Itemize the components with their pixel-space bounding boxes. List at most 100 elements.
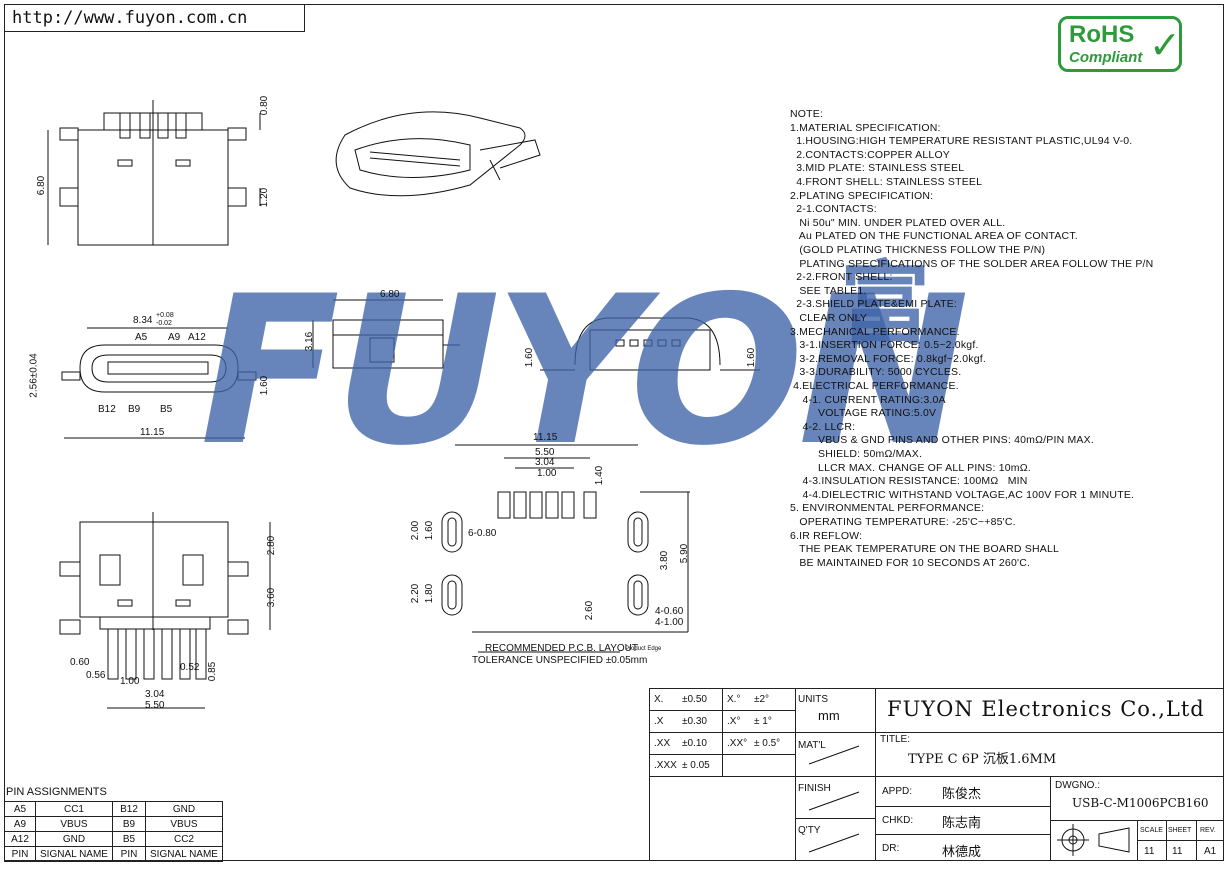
dim-0-52: 0.52 xyxy=(180,662,200,673)
note-line: 3-3.DURABILITY: 5000 CYCLES. xyxy=(790,366,962,379)
dim-0-60: 0.60 xyxy=(70,657,90,668)
rohs-label: RoHS xyxy=(1069,21,1135,48)
dim-4-0-60: 4-0.60 xyxy=(655,606,684,617)
drawn-label: DR: xyxy=(882,843,900,854)
tolerance-cell: ±0.50 xyxy=(682,694,707,705)
dim-1-80: 1.80 xyxy=(424,583,436,604)
checked-value: 陈志南 xyxy=(942,815,982,830)
material-slash xyxy=(808,745,860,765)
finish-slash xyxy=(808,791,860,811)
finish-label: FINISH xyxy=(798,783,831,794)
website-url: http://www.fuyon.com.cn xyxy=(4,4,305,32)
dwgno-label: DWGNO.: xyxy=(1055,780,1100,791)
company-name: FUYON Electronics Co.,Ltd xyxy=(887,697,1205,721)
dim-0-85: 0.85 xyxy=(207,661,219,682)
scale-label: SCALE xyxy=(1140,827,1163,834)
note-line: 2-2.FRONT SHELL: xyxy=(790,271,893,284)
table-cell: B12 xyxy=(112,801,146,817)
check-icon: ✓ xyxy=(1149,25,1181,67)
table-cell: VBUS xyxy=(35,816,113,832)
dim-2-20: 2.20 xyxy=(410,583,422,604)
table-cell: SIGNAL NAME xyxy=(145,846,223,862)
title-label: TITLE: xyxy=(880,734,911,745)
pcb-product-edge: Product Edge xyxy=(625,646,662,652)
dim-5-50-bottom: 5.50 xyxy=(145,700,165,711)
note-line: 4-1. CURRENT RATING:3.0A xyxy=(790,393,946,406)
pin-assignments-title: PIN ASSIGNMENTS xyxy=(6,786,107,798)
projection-symbol-icon xyxy=(1057,824,1130,856)
pin-label-b9: B9 xyxy=(128,404,141,415)
dim-0-56: 0.56 xyxy=(86,670,106,681)
dim-8-34-tol-up: +0.08 xyxy=(156,312,174,319)
note-line: 2-3.SHIELD PLATE&EMI PLATE: xyxy=(790,298,958,311)
table-cell: B9 xyxy=(112,816,146,832)
rev-value: A1 xyxy=(1204,846,1217,857)
dim-2-56: 2.56±0.04 xyxy=(28,353,40,398)
dim-8-34-tol-dn: -0.02 xyxy=(156,320,172,327)
dim-6-80-vertical: 6.80 xyxy=(36,175,48,196)
dim-1-20: 1.20 xyxy=(259,187,271,208)
note-line: VBUS & GND PINS AND OTHER PINS: 40mΩ/PIN… xyxy=(790,434,1094,447)
table-cell: GND xyxy=(145,801,223,817)
note-line: 6.IR REFLOW: xyxy=(790,529,863,542)
table-cell: A12 xyxy=(4,831,36,847)
note-line: (GOLD PLATING THICKNESS FOLLOW THE P/N) xyxy=(790,244,1046,256)
dim-8-34: 8.34 xyxy=(133,315,153,326)
fuyon-watermark: FUYON xyxy=(200,253,969,491)
bottom-view xyxy=(59,512,271,709)
table-cell: B5 xyxy=(112,831,146,847)
tolerance-cell: .X xyxy=(654,716,664,727)
dim-5-90: 5.90 xyxy=(679,543,691,564)
dim-1-60-rear-right: 1.60 xyxy=(746,347,758,368)
dim-11-15-pcb: 11.15 xyxy=(533,432,558,443)
tolerance-cell: ± 0.05 xyxy=(682,760,710,771)
pin-label-a5: A5 xyxy=(135,332,148,343)
dwgno-value: USB-C-M1006PCB160 xyxy=(1072,796,1209,810)
isometric-view xyxy=(335,111,541,197)
dim-3-16: 3.16 xyxy=(304,331,316,352)
dim-1-60-rear-left: 1.60 xyxy=(524,347,536,368)
approved-value: 陈俊杰 xyxy=(942,786,982,801)
side-view xyxy=(312,299,460,369)
note-line: 1.HOUSING:HIGH TEMPERATURE RESISTANT PLA… xyxy=(790,135,1133,148)
tolerance-cell: ± 1° xyxy=(754,716,772,727)
note-line: 5. ENVIRONMENTAL PERFORMANCE: xyxy=(790,502,985,515)
note-line: 4.FRONT SHELL: STAINLESS STEEL xyxy=(790,176,983,188)
drawing-frame xyxy=(4,4,1224,861)
note-line: BE MAINTAINED FOR 10 SECONDS AT 260'C. xyxy=(790,556,1031,569)
dim-3-80: 3.80 xyxy=(659,550,671,571)
dim-1-00-bottom: 1.00 xyxy=(120,676,140,687)
note-line: SEE TABLE1. xyxy=(790,284,867,297)
pcb-tolerance-note: TOLERANCE UNSPECIFIED ±0.05mm xyxy=(472,655,648,666)
table-cell: A9 xyxy=(4,816,36,832)
tolerance-cell: ±2° xyxy=(754,694,770,705)
note-line: Ni 50u" MIN. UNDER PLATED OVER ALL. xyxy=(790,216,1006,229)
material-label: MAT'L xyxy=(798,740,826,751)
note-line: Au PLATED ON THE FUNCTIONAL AREA OF CONT… xyxy=(790,230,1078,243)
note-line: LLCR MAX. CHANGE OF ALL PINS: 10mΩ. xyxy=(790,461,1031,474)
rev-label: REV. xyxy=(1200,827,1216,834)
table-cell: VBUS xyxy=(145,816,223,832)
pcb-layout-title: RECOMMENDED P.C.B. LAYOUT xyxy=(485,643,638,654)
note-line: 4-2. LLCR: xyxy=(790,420,856,433)
table-cell: GND xyxy=(35,831,113,847)
note-line: SHIELD: 50mΩ/MAX. xyxy=(790,448,923,460)
note-line: 2.PLATING SPECIFICATION: xyxy=(790,189,934,202)
note-line: THE PEAK TEMPERATURE ON THE BOARD SHALL xyxy=(790,543,1060,556)
sheet-label: SHEET xyxy=(1168,827,1192,834)
top-view xyxy=(47,100,261,246)
quantity-slash xyxy=(808,833,860,853)
note-line: PLATING SPECIFICATIONS OF THE SOLDER ARE… xyxy=(790,257,1154,270)
note-line: VOLTAGE RATING:5.0V xyxy=(790,407,937,420)
table-cell: CC1 xyxy=(35,801,113,817)
table-cell: PIN xyxy=(4,846,36,862)
tolerance-cell: X.° xyxy=(727,694,741,705)
pin-label-b5: B5 xyxy=(160,404,173,415)
tolerance-cell: X. xyxy=(654,694,664,705)
pcb-layout xyxy=(441,444,690,653)
pin-label-a9: A9 xyxy=(168,332,181,343)
